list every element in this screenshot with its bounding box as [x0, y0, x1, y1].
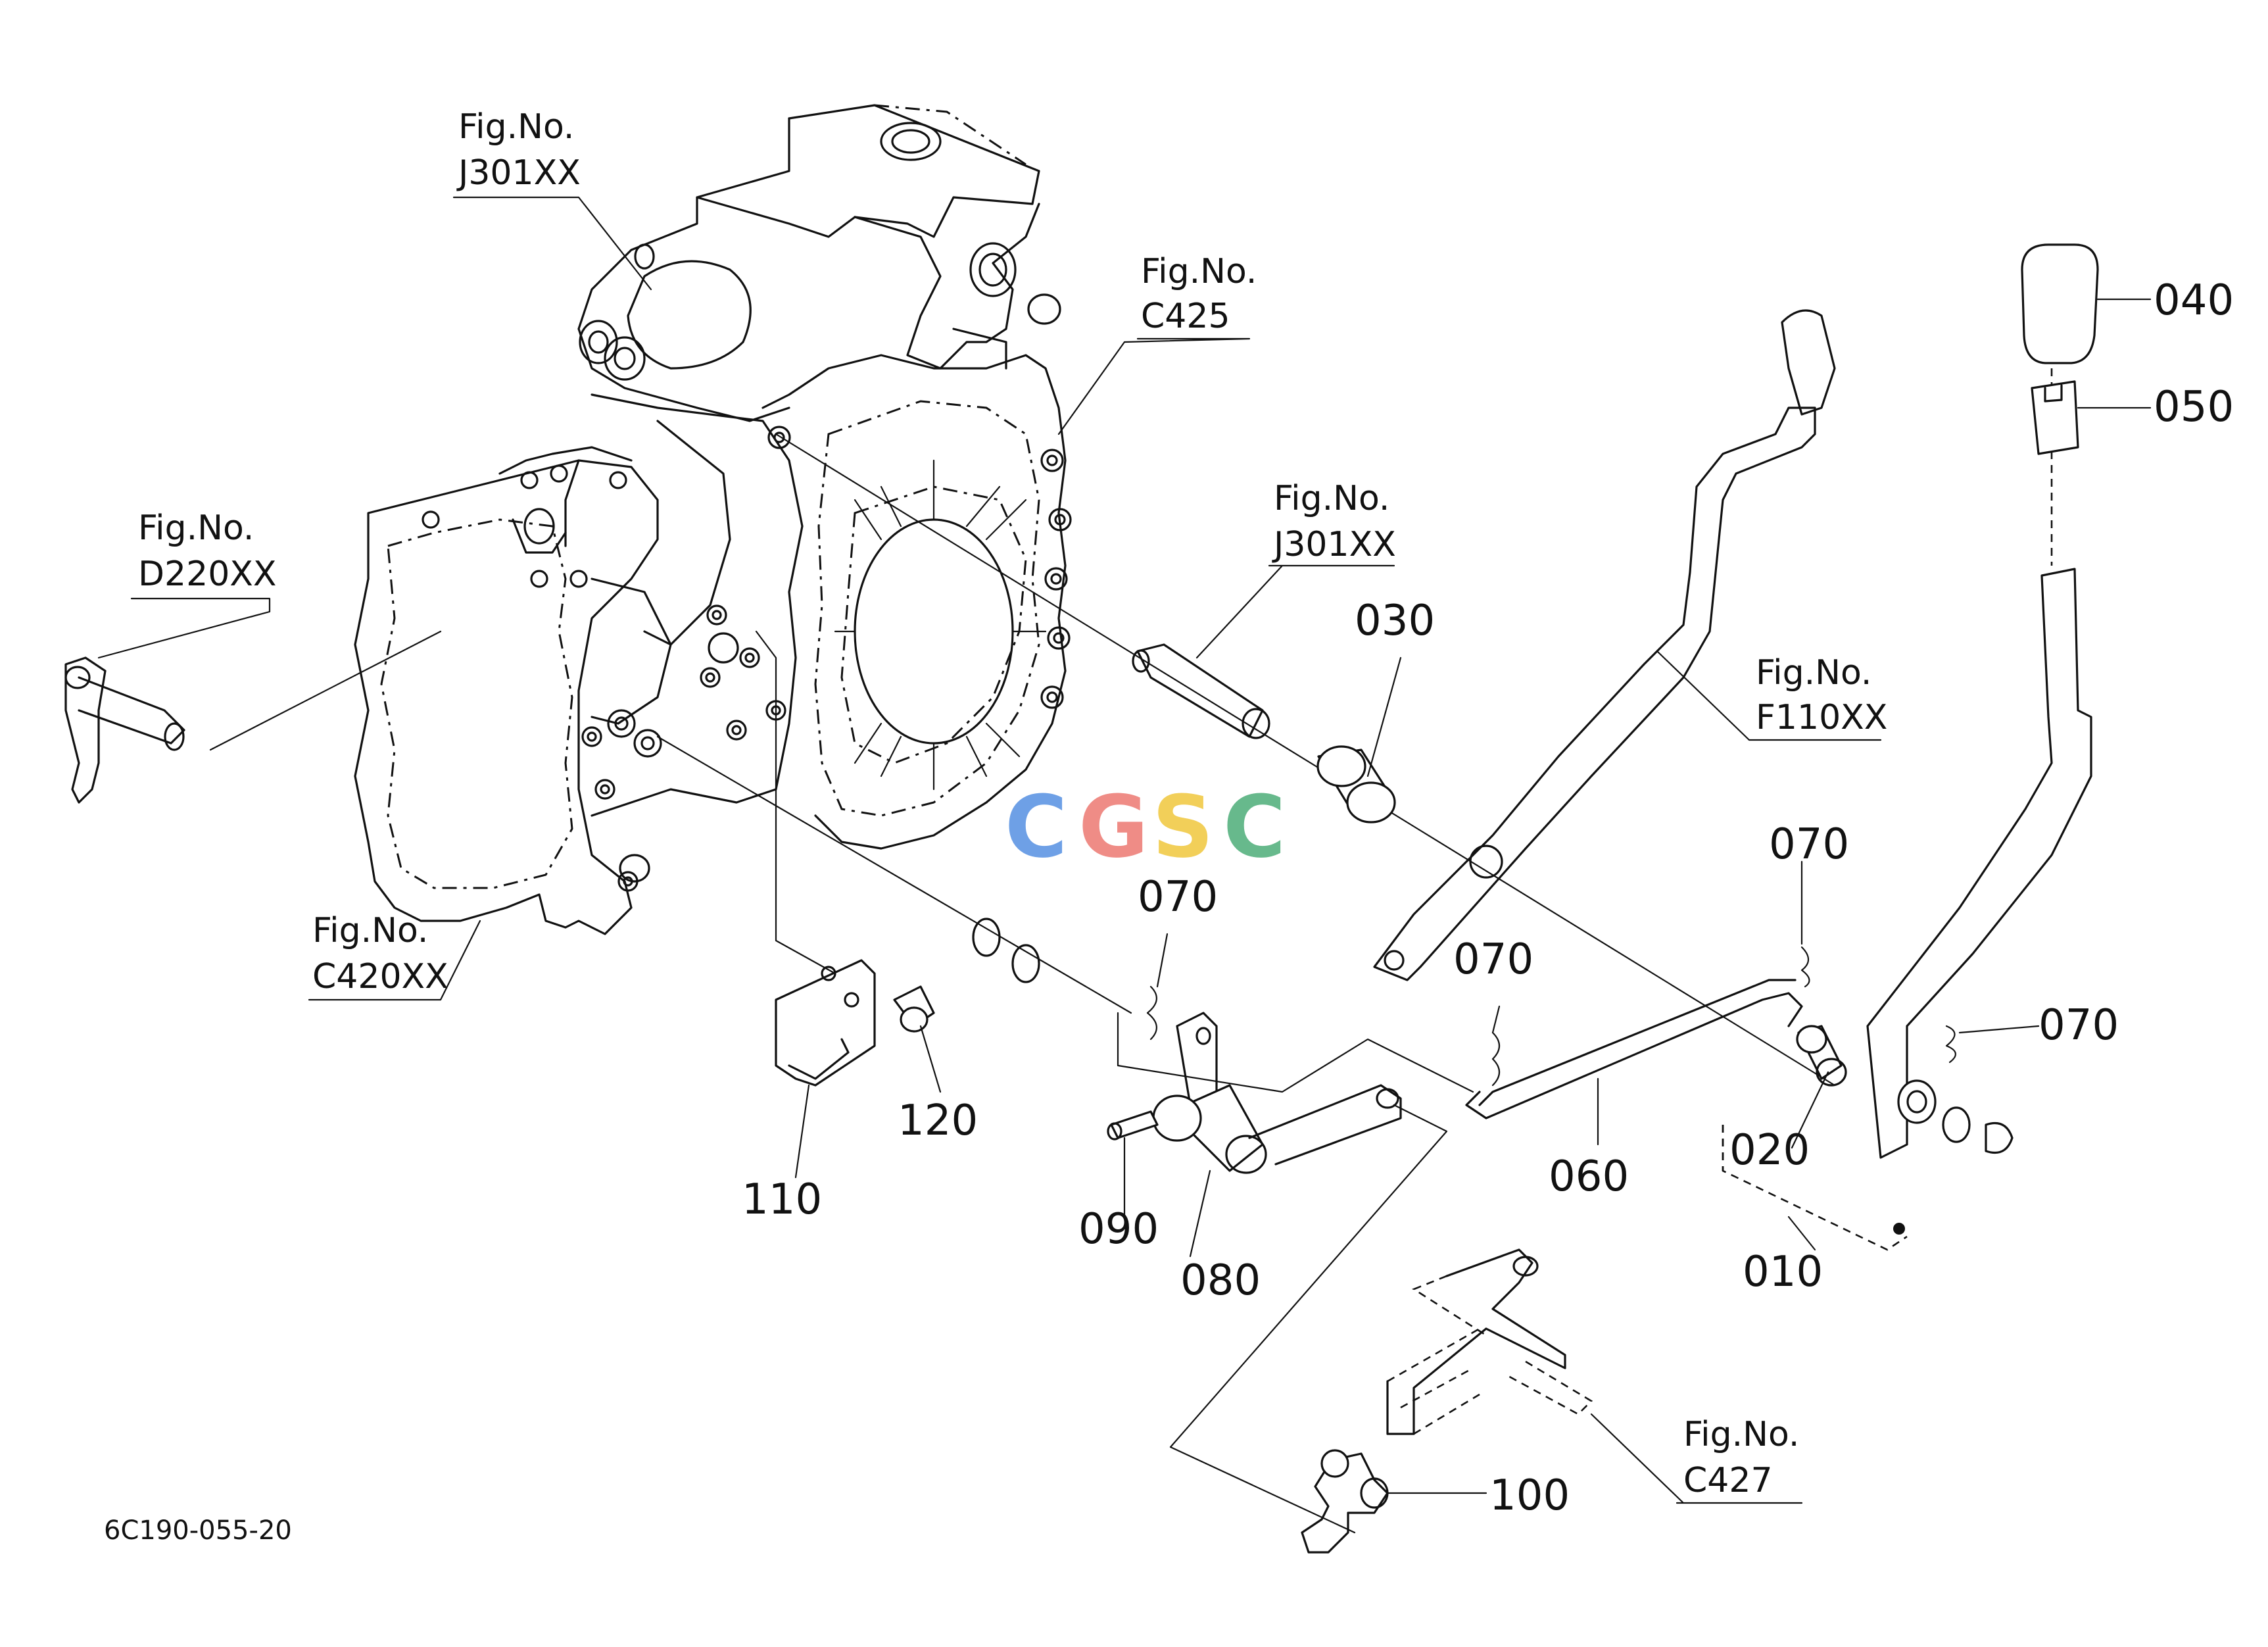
figref-c420-caption: Fig.No.	[312, 911, 428, 950]
watermark-letter-g: G	[1078, 777, 1149, 877]
cotter-pin-070-group	[1146, 946, 1956, 1087]
bolt-120	[893, 985, 935, 1033]
part-label-100[interactable]: 100	[1489, 1471, 1570, 1520]
part-label-040[interactable]: 040	[2154, 276, 2234, 325]
part-label-070-c[interactable]: 070	[1769, 820, 1849, 869]
lever-d220	[64, 656, 185, 804]
part-label-030[interactable]: 030	[1355, 597, 1435, 645]
part-label-070-a[interactable]: 070	[1138, 873, 1218, 922]
bushing-020	[1796, 1025, 1847, 1087]
collar-030	[1316, 745, 1396, 823]
figref-c427-code[interactable]: C427	[1683, 1461, 1773, 1500]
part-label-010[interactable]: 010	[1743, 1248, 1823, 1296]
o-rings	[972, 918, 1040, 983]
part-label-070-d[interactable]: 070	[2039, 1001, 2119, 1050]
figref-c420-code[interactable]: C420XX	[312, 957, 448, 996]
part-label-080[interactable]: 080	[1180, 1256, 1261, 1305]
watermark-letter-s: S	[1152, 777, 1214, 877]
figref-c425-code[interactable]: C425	[1141, 297, 1230, 336]
pedal-bracket-c427	[1386, 1248, 1593, 1435]
pin-090	[1107, 1110, 1159, 1141]
part-label-110[interactable]: 110	[742, 1175, 822, 1224]
drawing-code: 6C190-055-20	[104, 1515, 292, 1546]
knob-040	[2021, 243, 2099, 364]
figref-d220-caption: Fig.No.	[138, 508, 254, 548]
figref-j301-top-code[interactable]: J301XX	[456, 153, 581, 193]
figref-c427-caption: Fig.No.	[1683, 1415, 1799, 1454]
figref-j301-mid-code[interactable]: J301XX	[1272, 525, 1396, 564]
watermark-logo: C G S C	[1005, 777, 1286, 877]
shift-lever-f110	[1373, 309, 1836, 981]
sleeve-050	[2031, 380, 2079, 455]
shift-rod-pin	[1132, 643, 1270, 739]
leader-lines	[97, 196, 2152, 1504]
lever-010	[1866, 568, 2092, 1235]
part-label-060[interactable]: 060	[1549, 1152, 1629, 1201]
figref-j301-top-caption: Fig.No.	[458, 107, 574, 147]
watermark-letter-c1: C	[1005, 777, 1067, 877]
figref-c425-caption: Fig.No.	[1141, 252, 1257, 291]
part-label-020[interactable]: 020	[1729, 1126, 1810, 1175]
figref-j301-mid-caption: Fig.No.	[1274, 479, 1389, 518]
transmission-housing	[354, 104, 1072, 935]
watermark-letter-c2: C	[1223, 777, 1286, 877]
bracket-110	[775, 959, 876, 1087]
pipe-100	[1301, 1449, 1389, 1554]
part-label-120[interactable]: 120	[898, 1096, 978, 1145]
figref-d220-code[interactable]: D220XX	[138, 554, 277, 594]
figref-f110-code[interactable]: F110XX	[1756, 698, 1887, 737]
part-label-050[interactable]: 050	[2154, 383, 2234, 431]
arm-080	[1152, 1012, 1402, 1174]
part-label-090[interactable]: 090	[1078, 1205, 1159, 1254]
rod-060	[1465, 979, 1803, 1119]
part-label-070-b[interactable]: 070	[1453, 935, 1533, 984]
assembly-lines	[209, 368, 2053, 1534]
figref-f110-caption: Fig.No.	[1756, 653, 1871, 693]
